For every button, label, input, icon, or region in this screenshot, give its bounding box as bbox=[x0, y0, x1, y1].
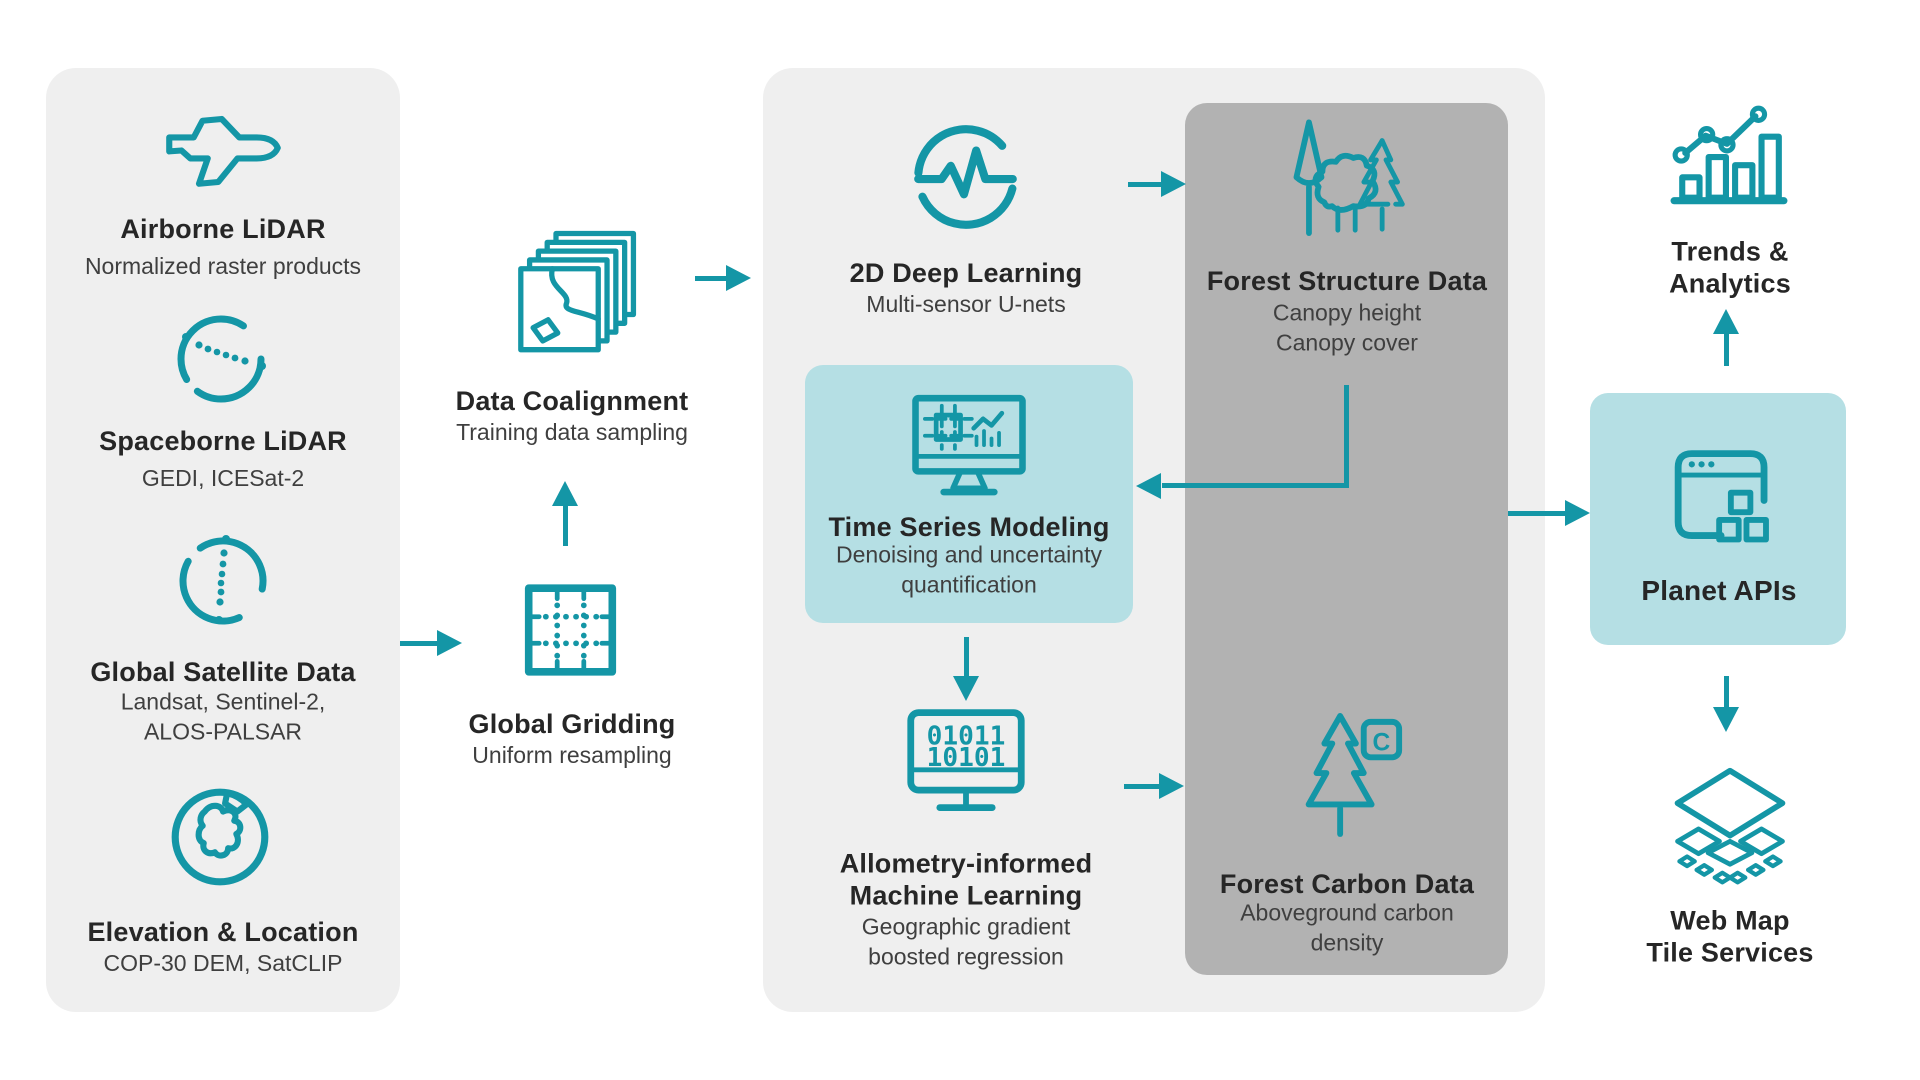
web-map-tiles-title: Web Map Tile Services bbox=[1646, 905, 1814, 968]
data-coalignment-title: Data Coalignment bbox=[455, 385, 689, 416]
global-satellite-title: Global Satellite Data bbox=[90, 656, 356, 687]
allometry-title: Allometry-informed Machine Learning bbox=[839, 848, 1093, 911]
api-browser-icon bbox=[1666, 438, 1784, 560]
carbon-tree-icon: C bbox=[1289, 710, 1407, 838]
trends-analytics-title: Trends & Analytics bbox=[1669, 236, 1791, 299]
airplane-icon bbox=[150, 98, 290, 203]
binary-monitor-icon: 01011 10101 bbox=[903, 703, 1029, 823]
airborne-lidar-title: Airborne LiDAR bbox=[120, 213, 326, 244]
spaceborne-lidar-title: Spaceborne LiDAR bbox=[99, 425, 347, 456]
trends-chart-icon bbox=[1668, 94, 1790, 218]
forest-carbon-title: Forest Carbon Data bbox=[1219, 868, 1475, 899]
deep-learning-subtitle: Multi-sensor U-nets bbox=[866, 290, 1066, 317]
elevation-location-title: Elevation & Location bbox=[87, 916, 359, 947]
time-series-subtitle: Denoising and uncertainty quantification bbox=[836, 541, 1102, 598]
binary-text-line2: 10101 bbox=[927, 743, 1006, 773]
elevation-location-subtitle: COP-30 DEM, SatCLIP bbox=[103, 949, 343, 976]
airborne-lidar-subtitle: Normalized raster products bbox=[84, 252, 362, 279]
spaceborne-lidar-icon bbox=[166, 304, 276, 414]
forest-structure-subtitle: Canopy height Canopy cover bbox=[1272, 299, 1422, 356]
global-satellite-icon bbox=[168, 526, 278, 636]
planet-apis-title: Planet APIs bbox=[1641, 575, 1797, 607]
time-series-title: Time Series Modeling bbox=[828, 511, 1110, 542]
map-tiles-icon bbox=[1668, 764, 1792, 890]
image-stack-icon bbox=[512, 220, 644, 365]
products-panel bbox=[1185, 103, 1508, 975]
forest-carbon-subtitle: Aboveground carbon density bbox=[1240, 899, 1454, 956]
monitor-chart-icon bbox=[908, 388, 1030, 506]
globe-icon bbox=[164, 781, 276, 893]
spaceborne-lidar-subtitle: GEDI, ICESat-2 bbox=[141, 464, 305, 491]
data-coalignment-subtitle: Training data sampling bbox=[456, 418, 688, 445]
waveform-circle-icon bbox=[905, 116, 1027, 238]
global-gridding-subtitle: Uniform resampling bbox=[472, 741, 672, 768]
global-gridding-title: Global Gridding bbox=[468, 708, 676, 739]
carbon-badge-letter: C bbox=[1373, 729, 1391, 756]
deep-learning-title: 2D Deep Learning bbox=[849, 257, 1083, 288]
grid-icon bbox=[523, 580, 618, 680]
allometry-subtitle: Geographic gradient boosted regression bbox=[861, 913, 1071, 970]
binary-text-line1: 01011 bbox=[927, 722, 1006, 752]
forest-trees-icon bbox=[1282, 114, 1412, 252]
global-satellite-subtitle: Landsat, Sentinel-2, ALOS-PALSAR bbox=[120, 688, 326, 745]
forest-structure-title: Forest Structure Data bbox=[1206, 265, 1488, 296]
